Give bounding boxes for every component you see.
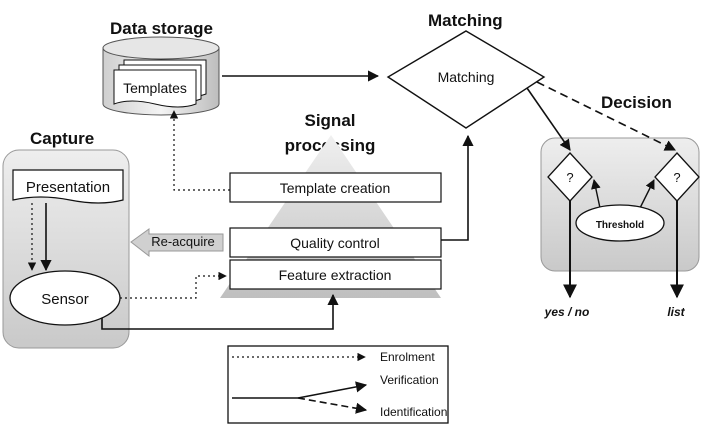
sensor-ellipse: Sensor xyxy=(9,270,121,326)
quality-control-label: Quality control xyxy=(290,235,379,251)
matching-to-verify-arrow xyxy=(526,87,571,151)
re-acquire-label: Re-acquire xyxy=(151,234,215,249)
legend-identification-label: Identification xyxy=(380,405,447,419)
matching-diamond-label: Matching xyxy=(438,69,495,85)
threshold-label: Threshold xyxy=(596,220,644,231)
legend-enrolment-label: Enrolment xyxy=(380,350,435,364)
presentation-label: Presentation xyxy=(26,179,110,196)
capture-title: Capture xyxy=(30,129,94,148)
template-creation-label: Template creation xyxy=(280,180,391,196)
sensor-label: Sensor xyxy=(41,291,89,308)
yes-no-output-label: yes / no xyxy=(544,305,590,319)
threshold-to-left-arrow xyxy=(591,179,601,209)
data-storage-title: Data storage xyxy=(110,19,213,38)
legend-identification-line xyxy=(297,397,368,414)
legend-box xyxy=(227,345,449,424)
sensor-to-feature-extraction-solid-arrow xyxy=(101,293,339,330)
threshold-to-right-arrow xyxy=(639,179,655,209)
decision-right-label: ? xyxy=(673,170,680,185)
feature-extraction-label: Feature extraction xyxy=(279,267,392,283)
threshold-ellipse: Threshold xyxy=(575,204,665,242)
matching-title: Matching xyxy=(428,11,503,30)
quality-control-box: Quality control xyxy=(229,227,442,258)
legend-verification-line xyxy=(297,381,368,399)
sensor-to-feature-extraction-arrow xyxy=(120,271,227,299)
list-output-label: list xyxy=(667,305,685,319)
templates-label: Templates xyxy=(123,80,187,96)
template-creation-to-storage-arrow xyxy=(169,110,230,191)
presentation-box: Presentation xyxy=(12,169,124,204)
decision-left-label: ? xyxy=(566,170,573,185)
legend-verification-label: Verification xyxy=(380,373,439,387)
template-creation-box: Template creation xyxy=(229,172,442,203)
feature-extraction-box: Feature extraction xyxy=(229,259,442,290)
signal-processing-title-line1: Signal xyxy=(304,111,355,130)
decision-title: Decision xyxy=(601,93,672,112)
matching-diamond: Matching xyxy=(386,30,546,129)
re-acquire-arrow: Re-acquire xyxy=(130,228,224,258)
quality-control-to-matching-arrow xyxy=(441,134,474,241)
templates-stack: Templates xyxy=(113,59,207,108)
